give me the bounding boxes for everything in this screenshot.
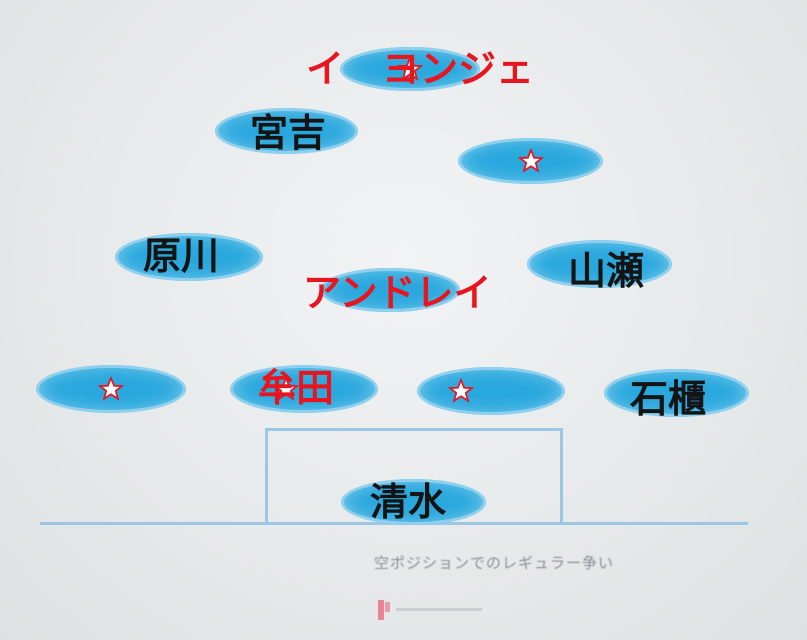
label-left-forward: 宮吉 (250, 111, 327, 155)
position-right-mid (527, 240, 672, 288)
position-center-mid (320, 268, 460, 312)
label-goalkeeper: 清水 (370, 480, 447, 524)
position-right-forward-empty (458, 138, 603, 184)
label-left-mid: 原川 (143, 234, 220, 278)
position-goalkeeper (341, 479, 486, 525)
star-icon (397, 56, 423, 81)
star-icon (273, 376, 300, 401)
position-left-mid (115, 233, 263, 281)
label-center-back: 牟田 (258, 366, 335, 410)
position-top-forward (340, 47, 480, 91)
position-right-back (604, 369, 749, 417)
label-center-mid: アンドレイ (303, 271, 492, 315)
publisher-logo-icon (378, 600, 482, 620)
position-center-back (230, 365, 378, 413)
star-icon (448, 378, 475, 403)
caption: 空ポジションでのレギュラー争い (374, 554, 615, 572)
label-top-forward: イ ヨンジェ (306, 47, 535, 91)
label-right-mid: 山瀬 (568, 249, 645, 293)
star-icon (98, 376, 124, 401)
goal-box (265, 428, 563, 524)
position-left-forward (215, 108, 358, 154)
star-icon (517, 148, 544, 173)
position-left-back-empty (36, 365, 186, 413)
position-center-back-empty (417, 367, 565, 415)
label-right-back: 石櫃 (630, 377, 707, 421)
